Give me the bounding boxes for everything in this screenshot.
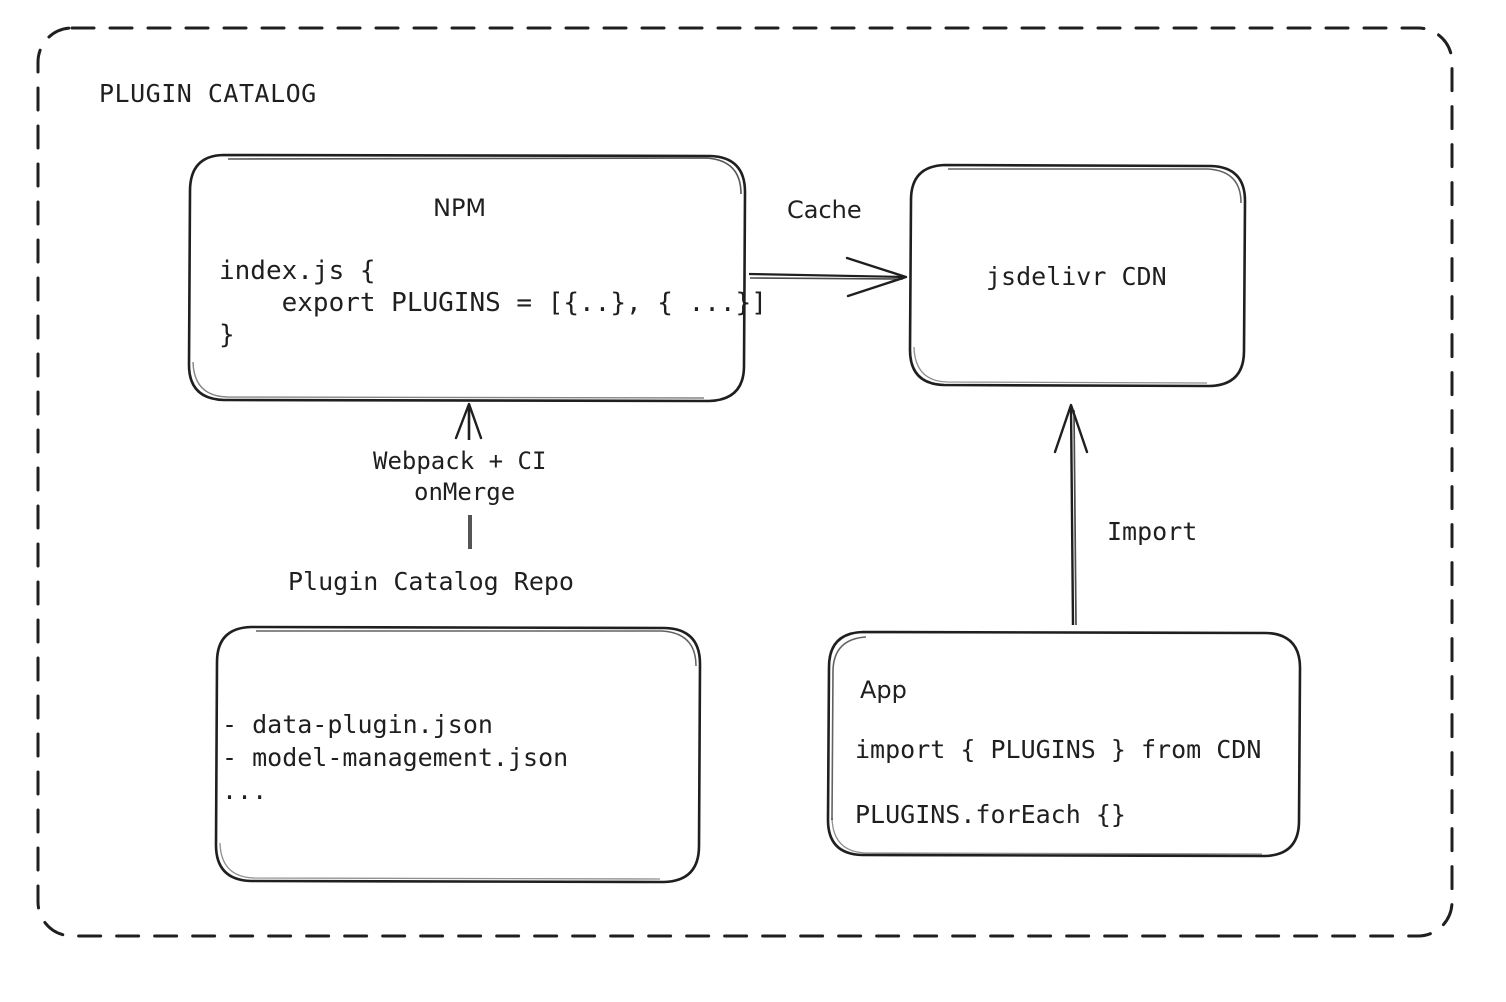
repo-file-list: - data-plugin.json - model-management.jso… bbox=[222, 708, 568, 807]
repo-file-item-3: ... bbox=[222, 776, 268, 805]
repo-file-item-1: - data-plugin.json bbox=[222, 710, 493, 739]
repo-node-label: Plugin Catalog Repo bbox=[288, 567, 574, 596]
edge-repo-to-npm bbox=[454, 402, 483, 549]
edge-label-webpack-ci: Webpack + CI bbox=[373, 447, 547, 475]
edge-label-cache: Cache bbox=[787, 196, 862, 224]
npm-code-line-2: export PLUGINS = [{..}, { ...}] bbox=[219, 288, 767, 318]
npm-node-title: NPM bbox=[433, 194, 487, 222]
app-node-title: App bbox=[860, 676, 907, 704]
edge-npm-to-cdn bbox=[748, 256, 908, 298]
npm-code-block: index.js { export PLUGINS = [{..}, { ...… bbox=[219, 255, 767, 351]
edge-app-to-cdn bbox=[1053, 403, 1089, 626]
npm-code-line-3: } bbox=[219, 320, 235, 350]
app-code-line-1: import { PLUGINS } from CDN bbox=[855, 735, 1262, 764]
app-code-line-2: PLUGINS.forEach {} bbox=[855, 800, 1126, 829]
page-title: PLUGIN CATALOG bbox=[99, 79, 317, 108]
edge-label-import: Import bbox=[1107, 517, 1198, 546]
npm-code-line-1: index.js { bbox=[219, 256, 376, 286]
cdn-node-title: jsdelivr CDN bbox=[986, 262, 1167, 291]
edge-label-onmerge: onMerge bbox=[414, 478, 516, 506]
repo-file-item-2: - model-management.json bbox=[222, 743, 569, 772]
